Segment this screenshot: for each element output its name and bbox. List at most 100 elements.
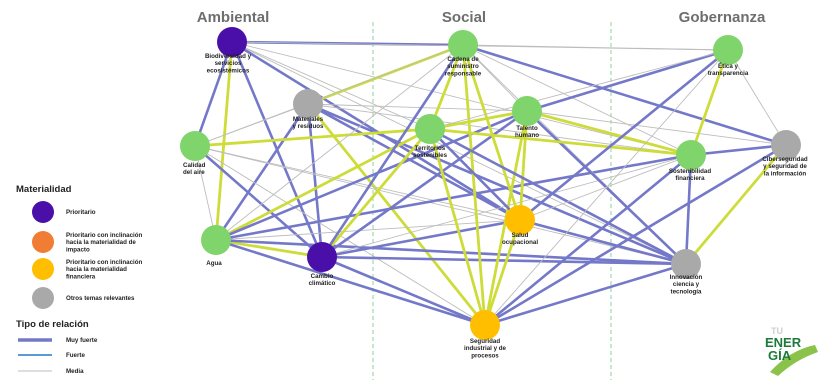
node-label-line: ciencia y [673, 281, 700, 288]
link-bio-sos [231, 41, 692, 156]
link-sal-seg [483, 218, 522, 327]
link-cc-cad [320, 43, 465, 259]
link-cal-agua [194, 145, 217, 241]
legend-swatch-prioritario [32, 201, 54, 223]
node-label-line: industrial y de [464, 345, 507, 352]
node-label-line: y residuos [293, 123, 325, 130]
link-mat-sal [306, 102, 522, 222]
node-circle-tal [512, 96, 542, 126]
node-label-line: transparencia [708, 70, 749, 77]
node-label-line: responsable [445, 70, 482, 77]
legend-label-line: hacia la materialidad [66, 266, 127, 273]
link-cad-sos [462, 44, 692, 156]
node-label-line: Cambio [311, 273, 334, 280]
link-cc-seg [320, 255, 487, 327]
legend-label-line: Prioritario [66, 209, 96, 216]
legend-label-muy_fuerte: Muy fuerte [66, 337, 98, 344]
node-label-line: ecosistémicos [207, 67, 250, 74]
node-label-line: Materiales [293, 116, 324, 123]
link-bio-inn [231, 41, 687, 265]
link-ter-sos [428, 127, 693, 157]
link-sos-cib [689, 143, 788, 157]
node-label-line: Calidad [183, 162, 206, 169]
link-cal-cad [194, 44, 464, 147]
column-title-gobernanza: Gobernanza [679, 9, 766, 26]
link-cal-ter [193, 127, 432, 148]
node-label-line: ocupacional [502, 239, 538, 246]
node-circle-seg [470, 310, 500, 340]
link-agua-ter [214, 127, 432, 242]
node-label-line: servicios [215, 60, 242, 67]
node-circle-mat [293, 89, 323, 119]
link-cal-inn [194, 145, 687, 265]
logo-line-tu: TU [771, 326, 783, 336]
node-circle-sal [505, 205, 535, 235]
legend-label-media: Media [66, 368, 84, 375]
link-mat-inn [306, 102, 688, 266]
link-mat-agua [214, 102, 310, 242]
link-agua-inn [214, 238, 688, 266]
link-mat-seg [306, 102, 487, 327]
legend-label-line: Prioritario con inclinación [66, 232, 143, 239]
node-label-line: Territorios [415, 145, 446, 152]
link-sal-sos [519, 154, 692, 221]
link-mat-cc [306, 102, 324, 259]
legend-title-tipo-relacion: Tipo de relación [16, 319, 89, 330]
node-circle-agua [201, 225, 231, 255]
legend-title-materialidad: Materialidad [16, 184, 72, 195]
node-circle-cad [448, 30, 478, 60]
link-sos-inn [684, 153, 693, 266]
link-cad-cib [461, 43, 788, 147]
link-tal-sal [518, 109, 529, 222]
link-seg-cib [483, 143, 788, 327]
link-cal-cc [193, 144, 324, 259]
node-label-line: Agua [206, 260, 222, 267]
link-agua-sos [214, 153, 693, 242]
node-label-line: procesos [471, 352, 499, 359]
node-circle-bio [217, 27, 247, 57]
link-cc-inn [320, 255, 688, 266]
tu-energia-logo: TU ENER GÍA [765, 326, 818, 376]
node-circle-cib [771, 130, 801, 160]
link-seg-inn [483, 262, 688, 327]
node-label-line: humano [515, 132, 539, 139]
logo-line-gia: GÍA [768, 348, 792, 363]
logo-swoosh-icon [770, 345, 818, 376]
legend-label-fuerte: Fuerte [66, 352, 85, 359]
link-eti-cib [727, 49, 787, 146]
relation-links [193, 40, 788, 327]
legend-label-otros: Otros temas relevantes [66, 295, 135, 302]
node-label-agua: Agua [206, 260, 222, 267]
node-label-line: del aire [183, 169, 205, 176]
column-title-ambiental: Ambiental [197, 9, 270, 26]
legend-swatch-otros [32, 287, 54, 309]
link-agua-seg [214, 238, 487, 327]
link-tal-ter [428, 109, 529, 131]
node-label-line: financiera [675, 175, 705, 182]
node-label-line: Cadena de [447, 56, 479, 63]
node-agua: Agua [201, 225, 231, 267]
link-eti-sos [689, 48, 730, 157]
node-label-line: tecnología [671, 288, 702, 295]
link-bio-sal [230, 40, 522, 222]
node-label-line: Ciberseguridad [762, 156, 808, 163]
